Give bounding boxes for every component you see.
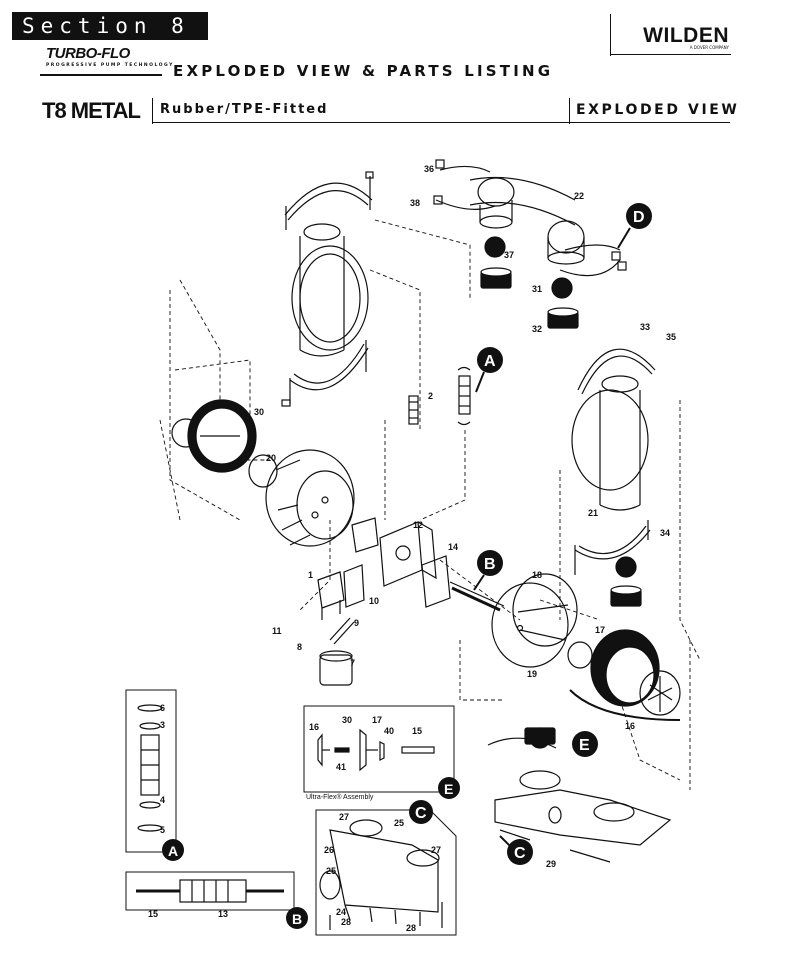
inlet-manifold: [487, 727, 672, 863]
label-41: 41: [336, 762, 346, 772]
label-28-right: 28: [406, 923, 416, 933]
view-title: EXPLODED VIEW: [576, 102, 740, 118]
turbo-flo-logo: TURBO-FLO: [46, 45, 130, 62]
label-30: 30: [254, 407, 264, 417]
label-20: 20: [266, 453, 276, 463]
label-40: 40: [384, 726, 394, 736]
callout-a: A: [484, 353, 496, 370]
label-18: 18: [532, 570, 542, 580]
model-divider: [152, 98, 153, 124]
label-12: 12: [413, 520, 423, 530]
label-17-ultra: 17: [372, 715, 382, 725]
label-9: 9: [354, 618, 359, 628]
label-2: 2: [428, 391, 433, 401]
shaft-b: [449, 581, 505, 612]
callout-c-inset-circle: [409, 800, 433, 824]
label-11: 11: [272, 626, 282, 636]
label-5: 5: [160, 825, 165, 835]
label-1: 1: [308, 570, 313, 580]
label-33: 33: [640, 322, 650, 332]
label-25-top: 25: [394, 818, 404, 828]
label-34: 34: [660, 528, 670, 538]
label-14: 14: [448, 542, 458, 552]
inset-ultra-flex: [303, 705, 455, 793]
discharge-manifold: [433, 159, 627, 277]
callout-b-circle: [477, 550, 503, 576]
label-16-ultra: 16: [309, 722, 319, 732]
view-divider: [569, 98, 570, 124]
label-25: 25: [326, 866, 336, 876]
header-bottom-rule: [611, 54, 731, 55]
label-19: 19: [527, 669, 537, 679]
callout-a-inset: A: [168, 843, 178, 859]
label-24: 24: [336, 907, 346, 917]
label-17: 17: [595, 625, 605, 635]
label-31: 31: [532, 284, 542, 294]
label-15-ultra: 15: [412, 726, 422, 736]
callout-c-circle: [507, 839, 533, 865]
label-3: 3: [160, 720, 165, 730]
air-chamber-right: [491, 573, 578, 668]
center-block: [343, 517, 451, 608]
air-chamber-left: [265, 449, 355, 547]
top-balls-seats: [480, 236, 579, 329]
inset-a-box: [125, 689, 177, 853]
subtitle-rule: [152, 122, 730, 123]
label-16: 16: [625, 721, 635, 731]
label-32: 32: [532, 324, 542, 334]
label-27-left: 27: [339, 812, 349, 822]
label-22: 22: [574, 191, 584, 201]
liquid-chamber-left: [281, 171, 374, 407]
label-38: 38: [410, 198, 420, 208]
label-37: 37: [504, 250, 514, 260]
label-8: 8: [297, 642, 302, 652]
label-28-left: 28: [341, 917, 351, 927]
model-title: T8 METAL: [42, 98, 141, 123]
label-6: 6: [160, 703, 165, 713]
callout-c-inset: C: [415, 805, 427, 822]
label-10: 10: [369, 596, 379, 606]
callout-d: D: [633, 209, 645, 226]
small-parts: [408, 366, 471, 426]
callout-b: B: [484, 556, 496, 573]
diaphragm-right: [567, 629, 681, 721]
wilden-tagline: A DOVER COMPANY: [689, 45, 729, 50]
callout-e: E: [579, 737, 590, 754]
turbo-flo-tagline: PROGRESSIVE PUMP TECHNOLOGY: [46, 63, 174, 68]
pilot-valve: [317, 571, 355, 686]
callout-e-ultra: E: [444, 781, 453, 797]
callout-b-inset-circle: [286, 907, 308, 929]
header-rule: [40, 74, 162, 76]
label-21: 21: [588, 508, 598, 518]
callout-d-circle: [626, 203, 652, 229]
label-29: 29: [546, 859, 556, 869]
ultra-flex-caption: Ultra-Flex® Assembly: [306, 793, 374, 801]
diaphragm-left: [171, 399, 278, 488]
wilden-logo: WILDEN: [643, 24, 729, 47]
inset-b-box: [125, 871, 295, 911]
liquid-chamber-right: [571, 348, 656, 607]
label-36: 36: [424, 164, 434, 174]
callout-c: C: [514, 845, 526, 862]
callout-e-ultra-circle: [438, 777, 460, 799]
callout-a-inset-circle: [162, 839, 184, 861]
label-30-ultra: 30: [342, 715, 352, 725]
callout-e-circle: [572, 731, 598, 757]
label-26: 26: [324, 845, 334, 855]
callout-a-circle: [477, 347, 503, 373]
label-15: 15: [148, 909, 158, 919]
callout-b-inset: B: [292, 911, 302, 927]
page-title: EXPLODED VIEW & PARTS LISTING: [173, 62, 554, 80]
label-4: 4: [160, 795, 165, 805]
label-35: 35: [666, 332, 676, 342]
fitting-subtitle: Rubber/TPE-Fitted: [160, 102, 329, 117]
label-7: 7: [350, 658, 355, 668]
label-27-right: 27: [431, 845, 441, 855]
header-vertical-divider: [610, 14, 611, 56]
section-label: Section 8: [12, 12, 208, 40]
label-13: 13: [218, 909, 228, 919]
